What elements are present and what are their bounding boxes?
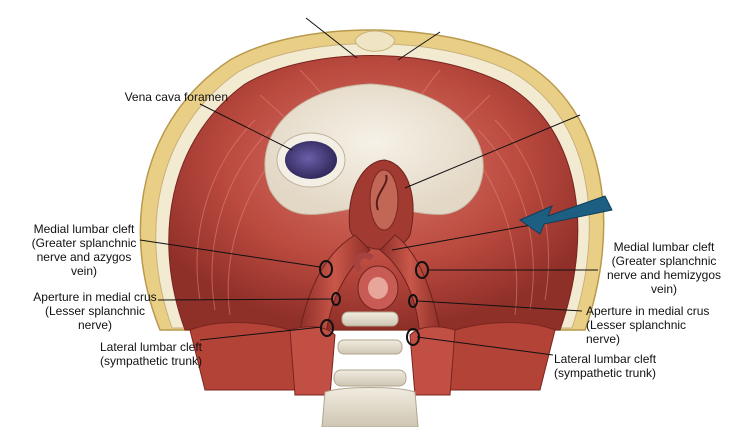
vertebra-1 — [341, 311, 399, 327]
pointer-arrow — [518, 195, 613, 235]
leader-vena-cava — [199, 103, 293, 151]
marker-medial-left — [319, 260, 333, 278]
left-psoas — [289, 326, 336, 396]
marker-lateral-right — [406, 328, 420, 346]
celiac-trunk — [354, 252, 374, 273]
left-crus — [299, 234, 371, 341]
leader-top-2 — [397, 31, 441, 61]
label-aperture-medial-crus-left: Aperture in medial crus (Lesser splanchn… — [33, 290, 157, 332]
leader-aperture-right — [417, 300, 583, 312]
vena-cava-foramen — [285, 141, 337, 179]
tendon-top-notch — [354, 30, 396, 52]
marker-medial-right — [415, 261, 429, 279]
right-quadratus — [444, 322, 556, 391]
leader-esophagus — [404, 114, 581, 189]
label-aperture-medial-crus-right: Aperture in medial crus (Lesser splanchn… — [586, 304, 710, 346]
leader-aorta — [391, 221, 549, 251]
label-vena-cava-foramen: Vena cava foramen — [124, 90, 228, 104]
esophageal-hiatus — [369, 169, 399, 231]
aorta-lumen — [368, 277, 388, 299]
leader-top-1 — [305, 17, 358, 59]
label-medial-lumbar-cleft-left: Medial lumbar cleft (Greater splanchnic … — [31, 222, 137, 278]
vertebral-body-base — [321, 387, 419, 428]
marker-aperture-left — [331, 292, 341, 306]
label-lateral-lumbar-cleft-left: Lateral lumbar cleft (sympathetic trunk) — [99, 340, 203, 368]
leader-lateral-left — [199, 326, 323, 341]
right-psoas — [409, 326, 456, 396]
marker-lateral-left — [320, 319, 334, 337]
label-medial-lumbar-cleft-right: Medial lumbar cleft (Greater splanchnic … — [606, 240, 722, 296]
vertebra-3 — [333, 369, 407, 387]
opening-markers — [319, 260, 429, 346]
leader-lines — [139, 17, 598, 356]
esophagus — [375, 174, 388, 211]
vertebra-2 — [337, 339, 403, 355]
leader-aperture-left — [157, 298, 332, 301]
marker-aperture-right — [408, 294, 418, 308]
right-crus — [379, 234, 441, 341]
leader-medial-left — [139, 239, 321, 268]
leader-lateral-right — [416, 336, 554, 356]
label-lateral-lumbar-cleft-right: Lateral lumbar cleft (sympathetic trunk) — [554, 352, 657, 380]
